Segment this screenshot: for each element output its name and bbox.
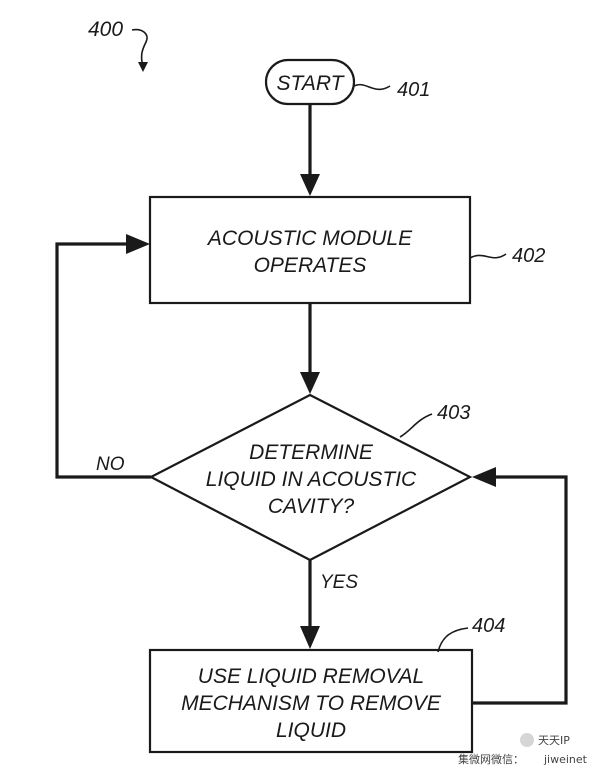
watermark-handle: jiweinet <box>543 753 588 766</box>
start-node-label: START <box>277 72 346 95</box>
figure-label-leader-arrowhead <box>138 62 148 72</box>
watermark: 天天IP 集微网微信： jiweinet <box>458 733 588 766</box>
determine-ref-label: 403 <box>437 402 470 424</box>
edge-no-loop-arrowhead <box>126 234 150 254</box>
edge-return-loop <box>472 475 568 705</box>
edge-start-to-operate-arrowhead <box>300 174 320 196</box>
edge-return-loop-arrowhead <box>472 467 496 487</box>
remove-box-line-1: USE LIQUID REMOVAL <box>198 665 424 688</box>
remove-ref-leader <box>437 627 469 653</box>
remove-box-line-2: MECHANISM TO REMOVE <box>181 692 442 715</box>
edge-yes-arrowhead <box>300 626 320 649</box>
operate-box <box>148 195 472 305</box>
edge-operate-to-determine-arrowhead <box>300 372 320 394</box>
determine-ref-leader <box>399 413 433 438</box>
operate-box-line-1: ACOUSTIC MODULE <box>206 227 413 250</box>
operate-ref-leader <box>469 253 507 259</box>
start-ref-label: 401 <box>397 79 430 101</box>
determine-line-3: CAVITY? <box>268 495 355 518</box>
watermark-brand: 天天IP <box>538 734 570 747</box>
edge-yes-label: YES <box>320 572 358 593</box>
figure-label-leader <box>131 28 148 67</box>
figure-label: 400 <box>88 18 123 41</box>
start-ref-leader <box>353 83 391 91</box>
remove-box-line-3: LIQUID <box>276 719 346 742</box>
operate-box-line-2: OPERATES <box>254 254 367 277</box>
edge-no-loop <box>55 242 151 479</box>
remove-box <box>148 648 474 754</box>
determine-line-2: LIQUID IN ACOUSTIC <box>206 468 417 491</box>
determine-line-1: DETERMINE <box>249 441 374 464</box>
watermark-logo-icon <box>520 733 534 747</box>
operate-ref-label: 402 <box>512 245 545 267</box>
remove-ref-label: 404 <box>472 615 505 637</box>
watermark-prefix: 集微网微信： <box>458 752 524 766</box>
edge-no-label: NO <box>96 454 125 475</box>
